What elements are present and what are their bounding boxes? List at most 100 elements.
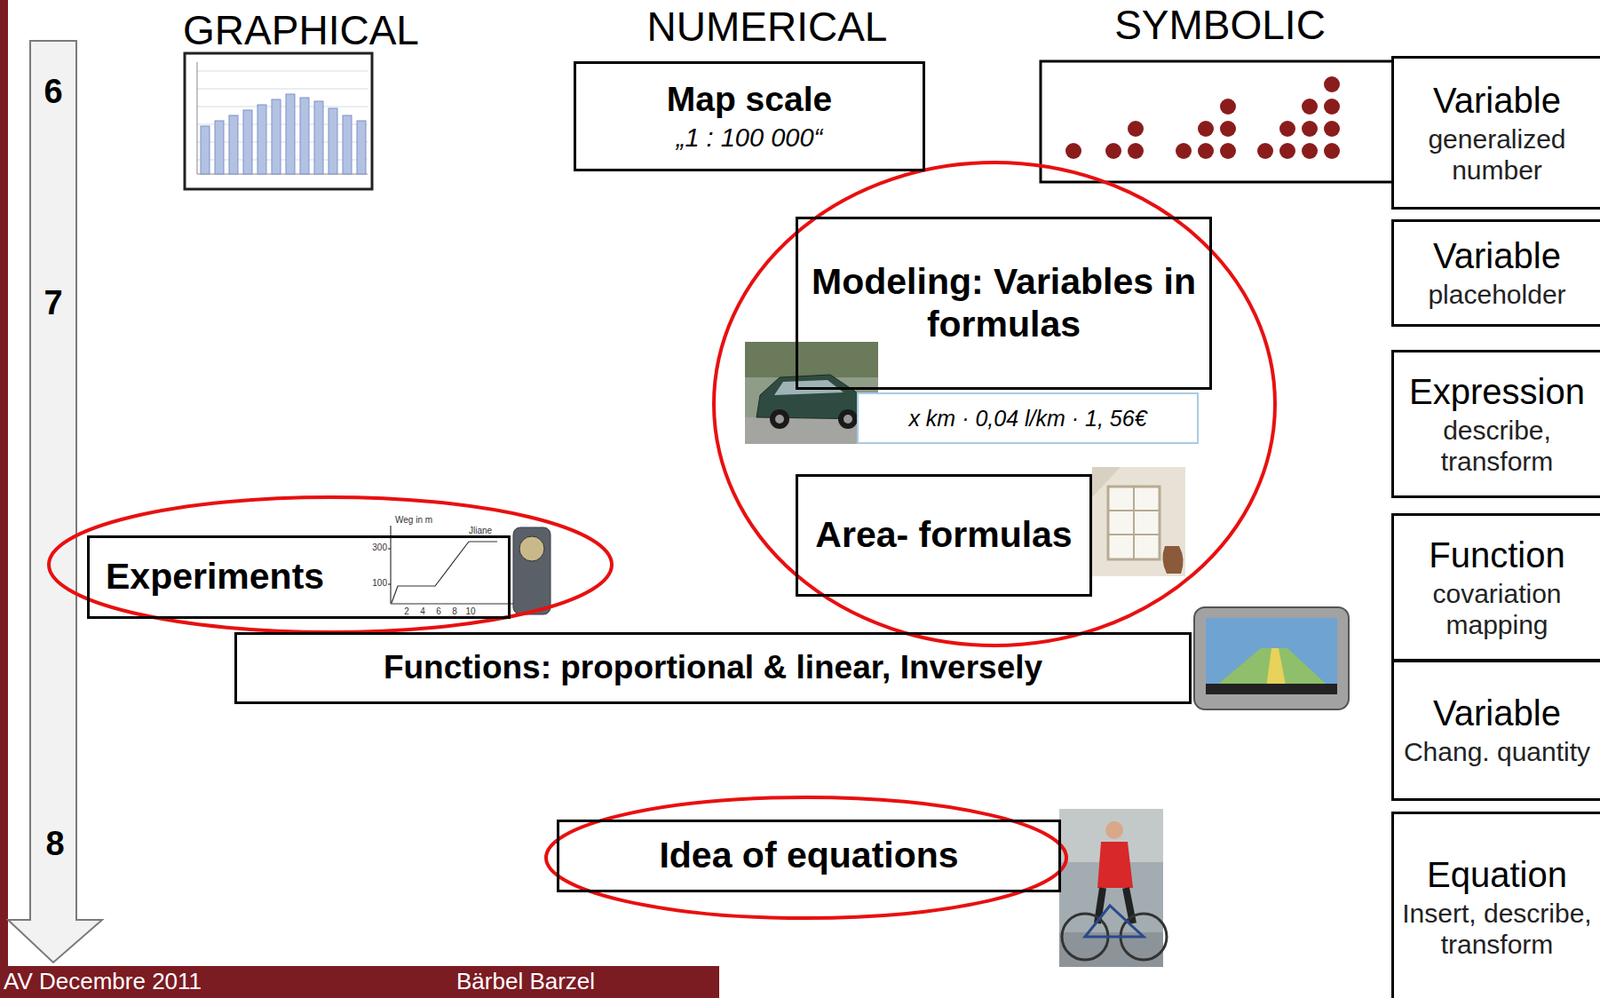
- bar-chart-picture-part-part: [356, 120, 366, 175]
- box-subtext: describe, transform: [1399, 415, 1595, 477]
- concept-box: VariableChang. quantity: [1391, 659, 1600, 801]
- dot-pattern-box-part-part: [1323, 120, 1340, 137]
- measuring-device-photo-part: [513, 527, 551, 615]
- car-photo-part: [769, 409, 790, 429]
- concept-box: Variablegeneralized number: [1391, 55, 1600, 210]
- box-heading: Variable: [1399, 235, 1595, 277]
- dot-pattern-box-part: [1040, 61, 1394, 183]
- footer-text: AV Decembre 2011: [3, 968, 202, 996]
- bar-chart-picture-part-part: [197, 106, 368, 108]
- dot-pattern-box-part-part: [1279, 120, 1296, 137]
- side-strip: [0, 0, 8, 967]
- axis-tick: 10: [465, 606, 476, 618]
- box-subtext: generalized number: [1399, 124, 1595, 186]
- box-heading: Variable: [1399, 692, 1595, 734]
- axis-tick: 300: [372, 542, 388, 554]
- box-heading: Variable: [1399, 79, 1595, 121]
- box-heading: Expression: [1399, 371, 1595, 412]
- navigation-device-photo-part: [1194, 607, 1349, 710]
- dot-pattern-box-part-part: [1257, 142, 1274, 159]
- bar-chart-picture-part-part: [214, 120, 224, 175]
- highlight-ellipses-part: [713, 162, 1276, 646]
- dot-pattern-box-part-part: [1175, 142, 1192, 159]
- dot-pattern-box-part-part: [1323, 142, 1340, 159]
- bar-chart-picture-part-part: [314, 101, 324, 175]
- box-heading: Area- formulas: [808, 514, 1079, 556]
- window-photo: [1092, 467, 1186, 577]
- box-subtext: „1 : 100 000“: [585, 123, 914, 153]
- grade-number: 8: [45, 824, 64, 864]
- axis-tick: 8: [451, 606, 458, 618]
- dot-pattern-box-part-part: [1197, 120, 1214, 137]
- box-heading: Experiments: [105, 555, 492, 598]
- experiment-graph-part-part: [391, 541, 498, 603]
- dot-pattern-box-part-part: [1219, 120, 1236, 137]
- dot-pattern-box-part-part: [1301, 142, 1318, 159]
- dot-pattern-box-part-part: [1065, 142, 1082, 159]
- measuring-device-photo: [513, 527, 551, 615]
- functions-box: Functions: proportional & linear, Invers…: [234, 632, 1192, 705]
- dot-pattern-box-part: [1065, 76, 1340, 159]
- concept-box: Variableplaceholder: [1391, 219, 1600, 327]
- modeling-box: Modeling: Variables in formulas: [795, 216, 1212, 390]
- bar-chart-picture-part-part: [229, 115, 238, 175]
- column-heading: GRAPHICAL: [182, 7, 420, 55]
- bar-chart-picture-part-part: [342, 115, 352, 175]
- formula-box: x km · 0,04 l/km · 1, 56€: [856, 392, 1199, 444]
- numerical-box: Map scale„1 : 100 000“: [573, 61, 926, 172]
- bar-chart-picture-part: [197, 62, 199, 175]
- experiment-graph-part-part: [388, 547, 391, 549]
- dot-pattern-box-part-part: [1279, 142, 1296, 159]
- dot-pattern-box-part-part: [1301, 120, 1318, 137]
- equations-box: Idea of equations: [556, 819, 1062, 893]
- box-subtext: Chang. quantity: [1399, 736, 1595, 769]
- navigation-device-photo-part: [1205, 683, 1338, 695]
- cyclist-photo-part: [1059, 808, 1164, 967]
- cyclist-photo-part: [1105, 821, 1124, 840]
- box-heading: Idea of equations: [570, 834, 1048, 877]
- window-photo-part: [1092, 467, 1186, 577]
- footer-bar: [0, 966, 720, 998]
- highlight-ellipses: [48, 162, 1276, 919]
- dot-pattern-box-part-part: [1197, 142, 1214, 159]
- axis-tick: 4: [419, 606, 426, 618]
- dot-pattern-box-part-part: [1127, 142, 1144, 159]
- box-heading: Map scale: [585, 79, 914, 120]
- car-photo-part: [744, 341, 879, 378]
- axis-tick: 2: [403, 606, 410, 618]
- grade-arrow: [7, 40, 103, 963]
- box-subtext: covariation mapping: [1399, 578, 1595, 641]
- axis-label: Weg in m: [395, 514, 433, 526]
- car-photo-part: [775, 414, 785, 424]
- car-photo-part: [838, 409, 858, 429]
- window-photo-part: [1162, 546, 1183, 574]
- axis-tick: 6: [435, 606, 442, 618]
- dot-pattern-box-part-part: [1219, 98, 1236, 115]
- bar-chart-picture-part-part: [243, 110, 253, 175]
- navigation-device-photo-part: [1205, 617, 1338, 695]
- dot-pattern-box-part-part: [1301, 98, 1318, 115]
- concept-box: EquationInsert, describe, transform: [1391, 811, 1600, 998]
- cyclist-photo-part: [1097, 841, 1133, 888]
- cyclist-photo-part: [1097, 887, 1133, 924]
- graph-note: Jliane: [468, 525, 492, 537]
- experiments-box: Experiments: [87, 535, 511, 619]
- box-subtext: placeholder: [1399, 279, 1595, 311]
- box-heading: Function: [1399, 534, 1595, 576]
- box-subtext: Insert, describe, transform: [1399, 898, 1595, 960]
- box-heading: Modeling: Variables in formulas: [808, 261, 1199, 345]
- concept-box: Expressiondescribe, transform: [1391, 349, 1600, 499]
- dot-pattern-box-part-part: [1127, 120, 1144, 137]
- bar-chart-picture-part-part: [197, 71, 368, 72]
- bar-chart-picture-part-part: [257, 104, 267, 175]
- area-box: Area- formulas: [795, 474, 1093, 597]
- highlight-ellipses-part: [48, 497, 612, 633]
- box-heading: Equation: [1399, 854, 1595, 896]
- footer-text: Bärbel Barzel: [456, 968, 595, 996]
- column-heading: SYMBOLIC: [1114, 1, 1326, 49]
- window-photo-part-part: [1108, 533, 1160, 536]
- bar-chart-picture-part: [200, 94, 366, 175]
- navigation-device-photo-part: [1205, 648, 1338, 695]
- experiment-graph-part-part: [388, 583, 391, 585]
